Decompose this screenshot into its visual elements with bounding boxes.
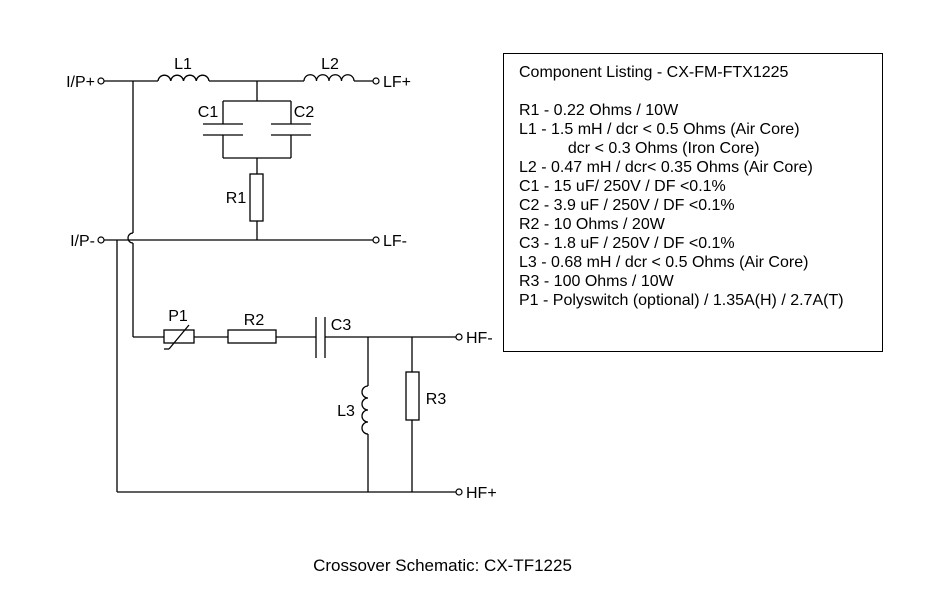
terminal-hf-minus [455,333,463,341]
label-hf-minus: HF- [466,330,493,347]
wire-shunt-legs [367,337,413,492]
inductor-l2 [303,74,355,82]
resistor-r2 [227,329,277,344]
resistor-r3 [405,371,420,421]
wire-cap-block [222,81,292,240]
label-lf-plus: LF+ [383,74,411,91]
label-hf-plus: HF+ [466,485,497,502]
label-r1: R1 [226,190,247,207]
label-r3: R3 [426,391,447,408]
label-ip-plus: I/P+ [66,74,95,91]
component-line: R2 - 10 Ohms / 20W [519,216,665,233]
terminal-hf-plus [455,488,463,496]
label-l3: L3 [337,403,355,420]
label-l2: L2 [321,56,339,73]
component-line: R3 - 100 Ohms / 10W [519,273,674,290]
terminal-ip-plus [97,77,105,85]
component-line: P1 - Polyswitch (optional) / 1.35A(H) / … [519,292,844,309]
label-l1: L1 [174,56,192,73]
component-line: C1 - 15 uF/ 250V / DF <0.1% [519,178,726,195]
capacitor-c1 [203,123,243,136]
component-line: L1 - 1.5 mH / dcr < 0.5 Ohms (Air Core) [519,121,800,138]
component-line: L2 - 0.47 mH / dcr< 0.35 Ohms (Air Core) [519,159,813,176]
terminal-lf-minus [372,236,380,244]
terminal-ip-minus [97,236,105,244]
capacitor-c2 [271,123,311,136]
component-line: R1 - 0.22 Ohms / 10W [519,102,679,119]
component-line: L3 - 0.68 mH / dcr < 0.5 Ohms (Air Core) [519,254,809,271]
wire-negative-rail [104,239,456,493]
component-line: dcr < 0.3 Ohms (Iron Core) [519,140,760,157]
inductor-l3 [361,385,369,435]
component-line: C2 - 3.9 uF / 250V / DF <0.1% [519,197,735,214]
terminal-lf-plus [372,77,380,85]
component-listing-title: Component Listing - CX-FM-FTX1225 [519,64,789,81]
label-ip-minus: I/P- [70,233,95,250]
label-r2: R2 [244,312,265,329]
label-p1: P1 [168,308,188,325]
polyswitch-p1 [163,324,195,350]
component-line: C3 - 1.8 uF / 250V / DF <0.1% [519,235,735,252]
resistor-r1 [249,173,264,222]
wire-left-vertical [127,81,164,338]
label-lf-minus: LF- [383,233,407,250]
label-c3: C3 [331,317,352,334]
label-c2: C2 [294,104,315,121]
capacitor-c3 [315,317,326,358]
inductor-l1 [157,74,210,82]
component-listing-box: Component Listing - CX-FM-FTX1225 R1 - 0… [503,53,883,352]
schematic-caption: Crossover Schematic: CX-TF1225 [313,556,572,575]
label-c1: C1 [198,104,219,121]
